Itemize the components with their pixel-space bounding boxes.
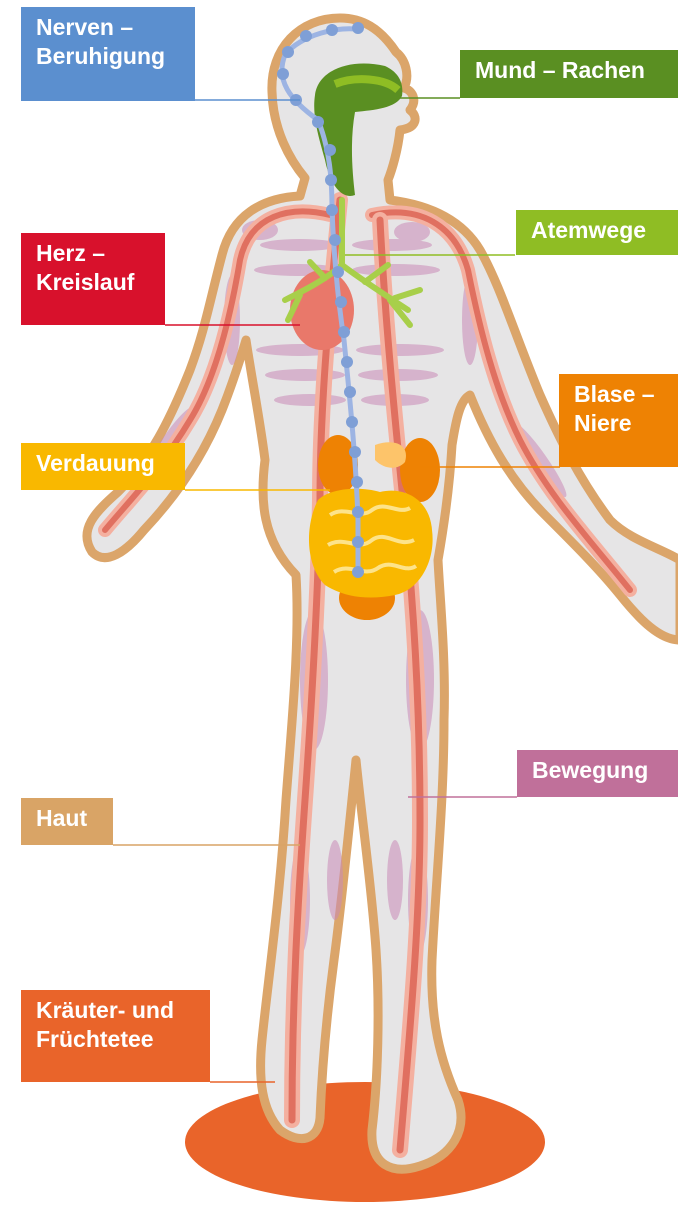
platform-ellipse [185, 1082, 545, 1202]
label-blase-niere: Blase – Niere [559, 374, 678, 467]
label-atemwege-line1: Atemwege [531, 216, 664, 245]
label-kraeuter-fruechtetee: Kräuter- und Früchtetee [21, 990, 210, 1082]
label-nerven-line2: Beruhigung [36, 42, 181, 71]
intestine-organ [309, 489, 433, 598]
label-bewegung: Bewegung [517, 750, 678, 797]
label-nerven-line1: Nerven – [36, 13, 181, 42]
label-verdauung: Verdauung [21, 443, 185, 490]
label-haut-line1: Haut [36, 804, 99, 833]
label-tee-line2: Früchtetee [36, 1025, 196, 1054]
label-bewegung-line1: Bewegung [532, 756, 664, 785]
label-tee-line1: Kräuter- und [36, 996, 196, 1025]
label-nerven-beruhigung: Nerven – Beruhigung [21, 7, 195, 101]
label-herz-line2: Kreislauf [36, 268, 151, 297]
label-herz-kreislauf: Herz – Kreislauf [21, 233, 165, 325]
label-haut: Haut [21, 798, 113, 845]
label-verdauung-line1: Verdauung [36, 449, 171, 478]
label-blase-line2: Niere [574, 409, 664, 438]
label-blase-line1: Blase – [574, 380, 664, 409]
label-mund-line1: Mund – Rachen [475, 56, 664, 85]
label-atemwege: Atemwege [516, 210, 678, 255]
label-mund-rachen: Mund – Rachen [460, 50, 678, 98]
label-herz-line1: Herz – [36, 239, 151, 268]
